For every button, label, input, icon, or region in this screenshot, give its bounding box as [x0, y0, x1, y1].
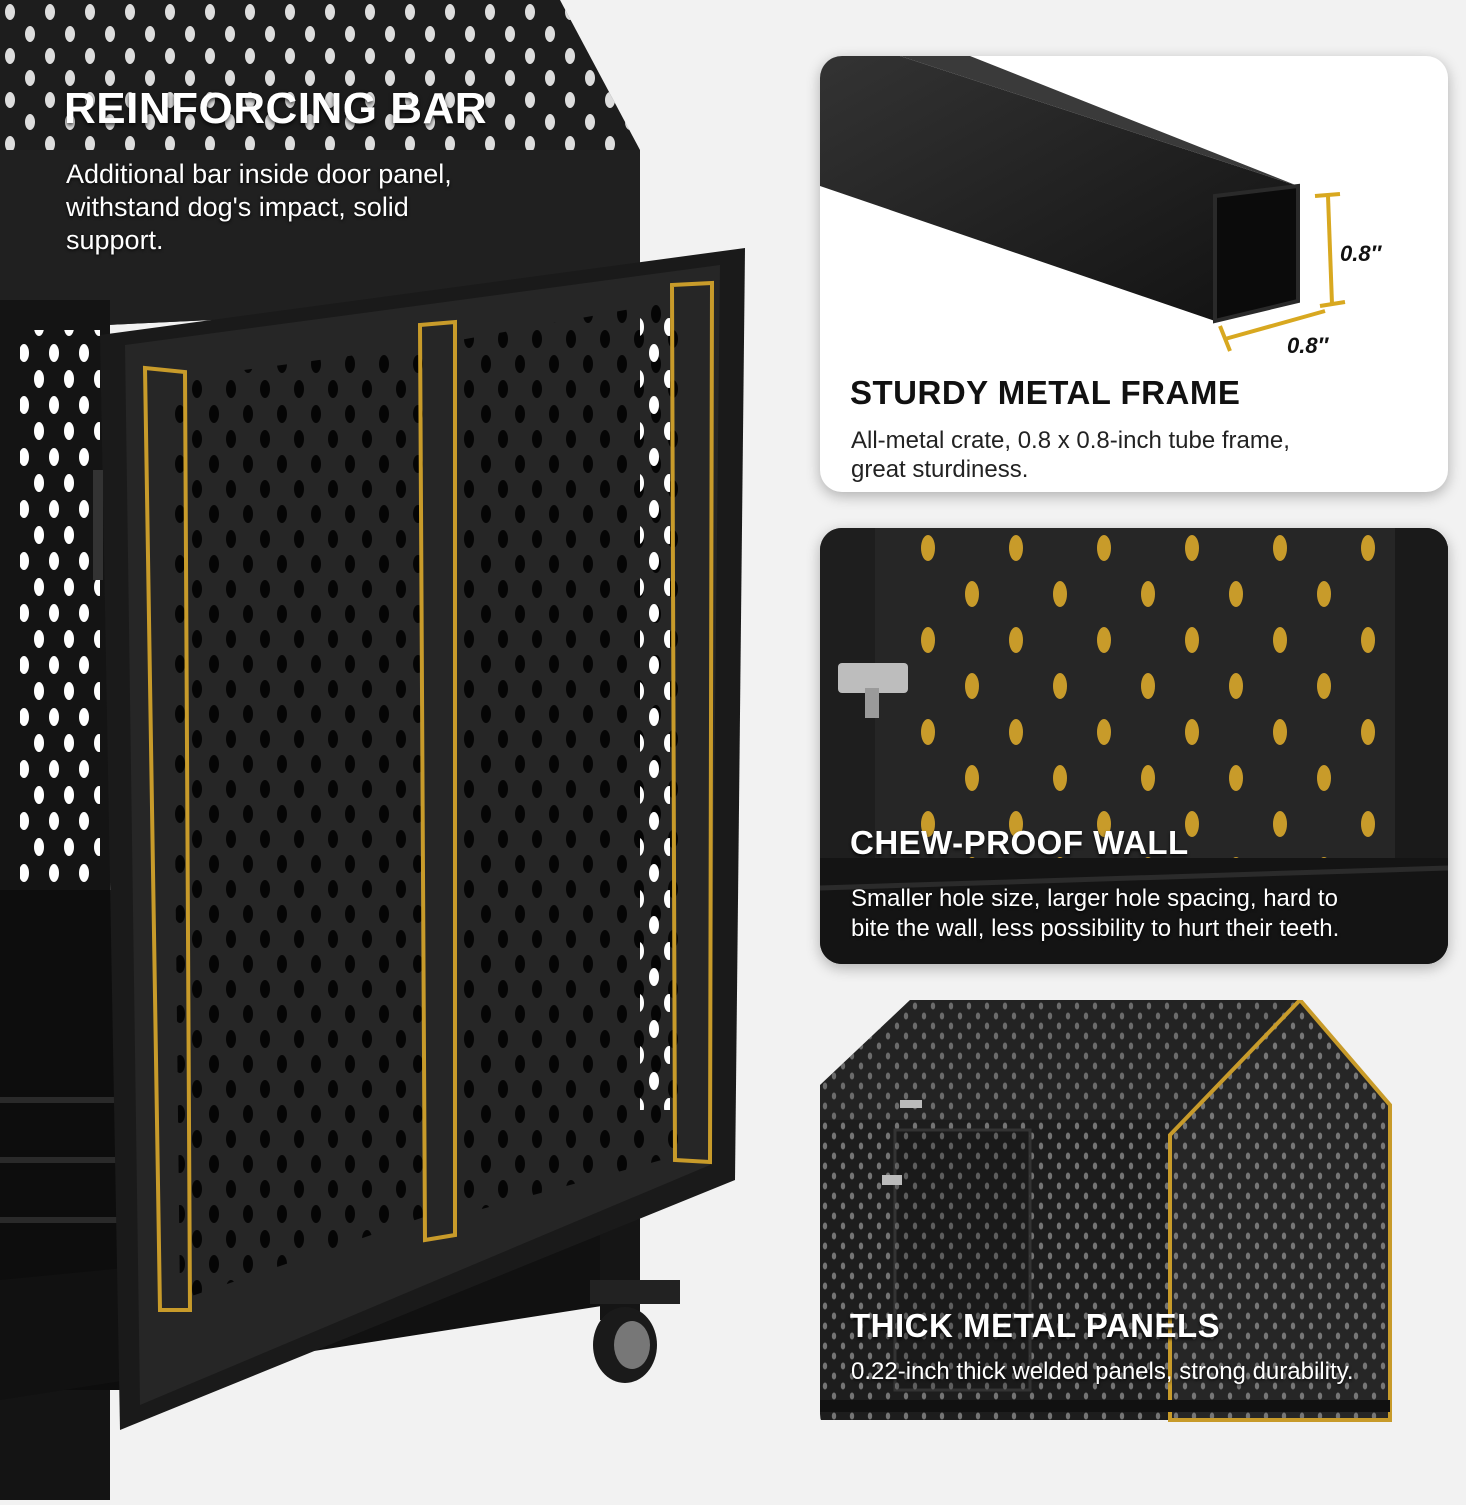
chew-proof-desc-line: Smaller hole size, larger hole spacing, …	[851, 885, 1338, 912]
chew-proof-description: Smaller hole size, larger hole spacing, …	[851, 884, 1339, 944]
metal-frame-description: All-metal crate, 0.8 x 0.8-inch tube fra…	[851, 426, 1290, 484]
metal-frame-desc-line: All-metal crate, 0.8 x 0.8-inch tube fra…	[851, 427, 1290, 454]
reinforcing-bar-desc-line: support.	[66, 225, 164, 255]
chew-proof-title: CHEW-PROOF WALL	[850, 824, 1189, 861]
reinforcing-bar-description: Additional bar inside door panel, withst…	[66, 158, 452, 257]
reinforcing-bar-desc-line: withstand dog's impact, solid	[66, 192, 409, 222]
metal-frame-title: STURDY METAL FRAME	[850, 374, 1241, 411]
metal-frame-card: 0.8″ 0.8″ STURDY METAL FRAME All-metal c…	[820, 56, 1448, 492]
square-tube-illustration	[820, 56, 1346, 352]
chew-proof-wall-card: CHEW-PROOF WALL Smaller hole size, large…	[820, 528, 1448, 964]
chew-proof-desc-line: bite the wall, less possibility to hurt …	[851, 915, 1340, 942]
thick-panels-title: THICK METAL PANELS	[850, 1307, 1221, 1344]
dimension-horizontal-label: 0.8″	[1287, 333, 1329, 358]
dimension-vertical-label: 0.8″	[1340, 241, 1382, 266]
reinforcing-bar-desc-line: Additional bar inside door panel,	[66, 159, 452, 189]
thick-panels-description: 0.22-inch thick welded panels, strong du…	[851, 1358, 1354, 1385]
crate-house-illustration	[820, 1000, 1392, 1422]
reinforcing-bar-title: REINFORCING BAR	[64, 84, 488, 133]
thick-panels-card: THICK METAL PANELS 0.22-inch thick welde…	[820, 1000, 1448, 1436]
perforated-wall-illustration	[820, 528, 1448, 964]
metal-frame-desc-line: great sturdiness.	[851, 456, 1029, 483]
